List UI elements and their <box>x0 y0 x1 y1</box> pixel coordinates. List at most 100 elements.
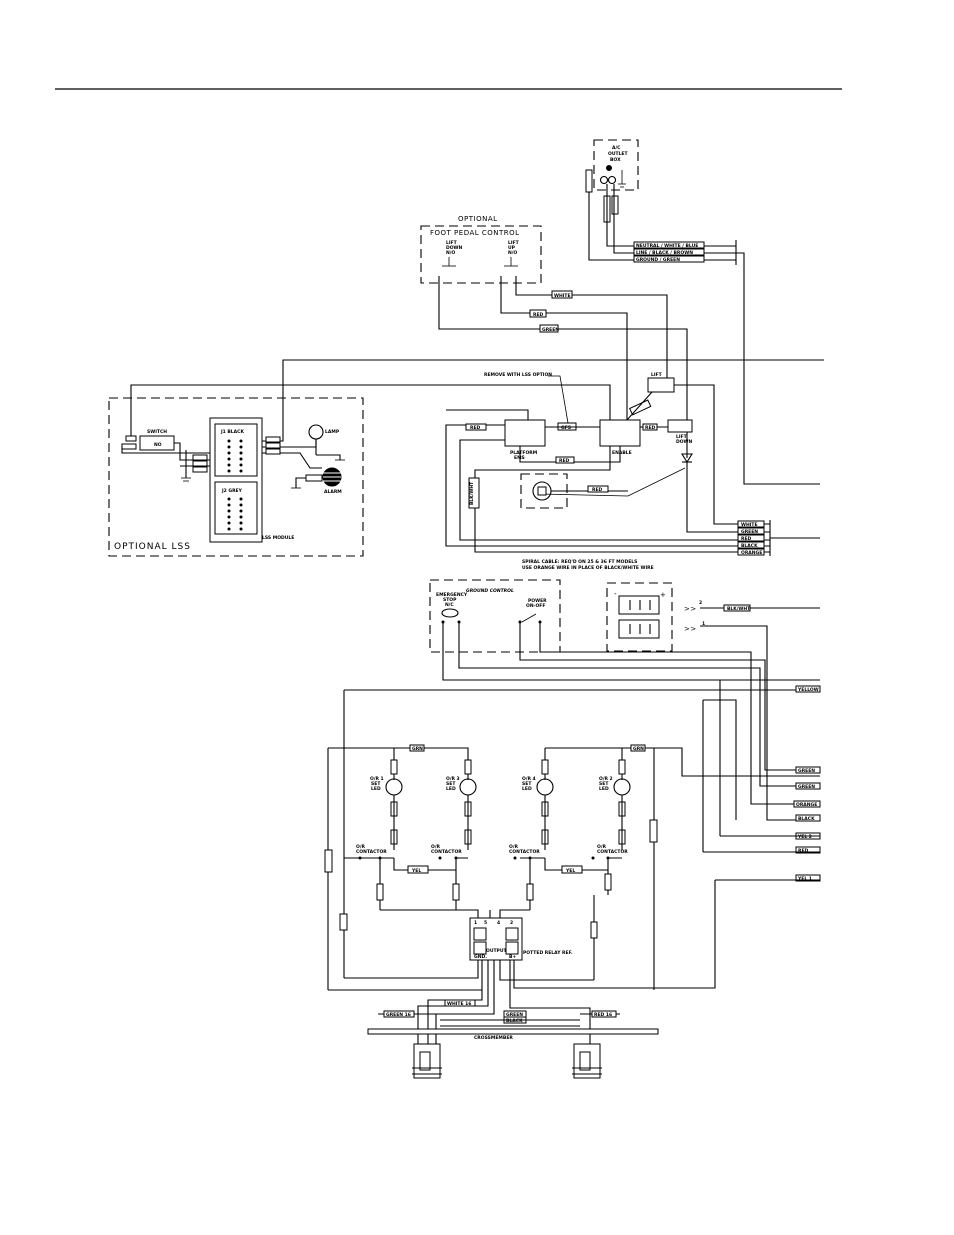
svg-text:LED: LED <box>599 786 609 792</box>
ground-control-title: GROUND CONTROL <box>466 588 514 594</box>
svg-text:CONTACTOR: CONTACTOR <box>509 849 540 855</box>
svg-text:GREEN 16: GREEN 16 <box>386 1012 411 1018</box>
svg-text:-: - <box>614 590 617 598</box>
wire-line-label: LINE / BLACK / BROWN <box>636 250 693 256</box>
lift-up-label-3: N/O <box>508 250 517 256</box>
svg-text:OUTPUT: OUTPUT <box>486 948 508 954</box>
svg-text:CONTACTOR: CONTACTOR <box>597 849 628 855</box>
wire-green-label: GREEN <box>542 327 559 333</box>
svg-text:N/C: N/C <box>445 602 454 608</box>
foot-pedal-wires: WHITE RED GREEN <box>438 276 688 420</box>
optional-lss: OPTIONAL LSS SWITCH NO J1 BLACK J2 GREY … <box>108 359 824 557</box>
svg-text:O/R 4: O/R 4 <box>522 776 536 782</box>
svg-text:SET: SET <box>599 781 609 787</box>
svg-text:GREEN: GREEN <box>741 529 758 535</box>
svg-text:SET: SET <box>371 781 381 787</box>
led-1: O/R 1 SET LED <box>370 759 403 850</box>
j1-pins <box>227 439 243 473</box>
crossmember-label: CROSSMEMBER <box>474 1035 513 1041</box>
svg-text:1: 1 <box>474 920 477 926</box>
svg-text:ORANGE: ORANGE <box>796 802 817 808</box>
svg-text:O/R 3: O/R 3 <box>446 776 460 782</box>
enable-label: ENABLE <box>612 450 632 456</box>
led-3: O/R 4 SET LED <box>522 759 554 850</box>
svg-text:GREEN: GREEN <box>798 768 815 774</box>
lamp-label: LAMP <box>325 429 340 435</box>
svg-text:LIFT: LIFT <box>676 434 688 440</box>
contactors: O/R CONTACTOR O/R CONTACTOR O/R CONTACTO… <box>344 844 628 928</box>
svg-text:GRN: GRN <box>412 746 423 752</box>
svg-text:YEL 2: YEL 2 <box>797 834 812 840</box>
svg-text:O/R: O/R <box>597 844 606 850</box>
svg-text:GREEN: GREEN <box>798 784 815 790</box>
svg-text:2: 2 <box>699 600 702 606</box>
ac-wires: NEUTRAL / WHITE / BLUE LINE / BLACK / BR… <box>588 184 820 485</box>
svg-text:YELLOW: YELLOW <box>797 687 819 693</box>
svg-text:RED: RED <box>645 425 656 431</box>
relay-section: YELLOW GRN GRN O/R 1 SET LED O/R 3 <box>324 680 821 991</box>
svg-text:YEL: YEL <box>411 868 421 874</box>
ac-outlet-box: A/C OUTLET BOX <box>585 139 639 223</box>
svg-text:BLACK: BLACK <box>798 816 815 822</box>
svg-text:DOWN: DOWN <box>676 439 693 445</box>
svg-text:NO: NO <box>154 442 162 448</box>
svg-text:POWER: POWER <box>528 598 547 604</box>
platform-controls: REMOVE WITH LSS OPTION PLATFORM EMS ENAB… <box>445 372 820 571</box>
wire-neutral-label: NEUTRAL / WHITE / BLUE <box>636 243 698 249</box>
svg-text:RED: RED <box>741 536 752 542</box>
wire-white-label: WHITE <box>554 293 571 299</box>
svg-text:YEL 1: YEL 1 <box>797 876 812 882</box>
svg-text:1: 1 <box>702 621 705 627</box>
svg-text:BLACK: BLACK <box>741 543 758 549</box>
crossmember: GREEN 16 WHITE 16 RED 16 GREEN BLACK CRO… <box>367 960 659 1079</box>
platform-label-1: PLATFORM <box>510 450 538 456</box>
svg-text:RED: RED <box>592 487 603 493</box>
svg-text:WHITE 16: WHITE 16 <box>447 1001 471 1007</box>
wire-ground-label: GROUND / GREEN <box>636 257 680 263</box>
svg-text:SET: SET <box>522 781 532 787</box>
svg-text:RED 16: RED 16 <box>594 1012 612 1018</box>
potted-relay: 1 5 4 2 OUTPUT GND. B+ POTTED RELAY REF. <box>469 917 573 961</box>
svg-text:GFS: GFS <box>561 425 571 431</box>
svg-text:LED: LED <box>522 786 532 792</box>
ac-outlet-label-3: BOX <box>610 157 621 163</box>
lift-up-label-2: UP <box>508 245 516 251</box>
svg-text:LED: LED <box>446 786 456 792</box>
svg-text:EMERGENCY: EMERGENCY <box>436 592 468 598</box>
wire-red-label: RED <box>533 312 544 318</box>
svg-text:O/R 1: O/R 1 <box>370 776 384 782</box>
lift-label: LIFT <box>651 372 663 378</box>
svg-text:O/R: O/R <box>356 844 365 850</box>
led-2: O/R 3 SET LED <box>446 759 477 850</box>
svg-text:YEL: YEL <box>565 868 575 874</box>
svg-text:5: 5 <box>484 920 487 926</box>
spiral-cable-note-1: SPIRAL CABLE: REQ'D ON 25 & 36 FT MODELS <box>522 559 637 565</box>
svg-text:BLK/WHT: BLK/WHT <box>469 481 475 505</box>
svg-text:4: 4 <box>497 920 500 926</box>
svg-text:O/R 2: O/R 2 <box>599 776 613 782</box>
svg-text:RED: RED <box>470 425 481 431</box>
optional-label: OPTIONAL <box>458 215 498 223</box>
svg-text:ORANGE: ORANGE <box>741 550 762 556</box>
foot-pedal-title: FOOT PEDAL CONTROL <box>430 229 520 237</box>
svg-text:WHITE: WHITE <box>741 522 758 528</box>
svg-text:O/R: O/R <box>509 844 518 850</box>
lift-down-label-3: N/O <box>446 250 455 256</box>
svg-text:RED: RED <box>798 848 809 854</box>
svg-text:GRN: GRN <box>633 746 644 752</box>
lift-down-label-2: DOWN <box>446 245 463 251</box>
alarm-label: ALARM <box>324 489 342 495</box>
switch-label: SWITCH <box>147 429 167 435</box>
svg-text:POTTED RELAY REF.: POTTED RELAY REF. <box>523 950 573 956</box>
svg-text:GREEN: GREEN <box>506 1012 523 1018</box>
svg-text:ON-OFF: ON-OFF <box>526 603 545 609</box>
remove-lss-label: REMOVE WITH LSS OPTION <box>484 372 552 378</box>
lss-module-label: LSS MODULE <box>262 535 294 541</box>
optional-lss-title: OPTIONAL LSS <box>114 542 191 552</box>
j2-grey-label: J2 GREY <box>221 488 243 494</box>
svg-text:RED: RED <box>559 458 570 464</box>
svg-text:>>: >> <box>684 625 697 633</box>
svg-text:B+: B+ <box>509 954 516 960</box>
lift-down-label-1: LIFT <box>446 240 458 246</box>
